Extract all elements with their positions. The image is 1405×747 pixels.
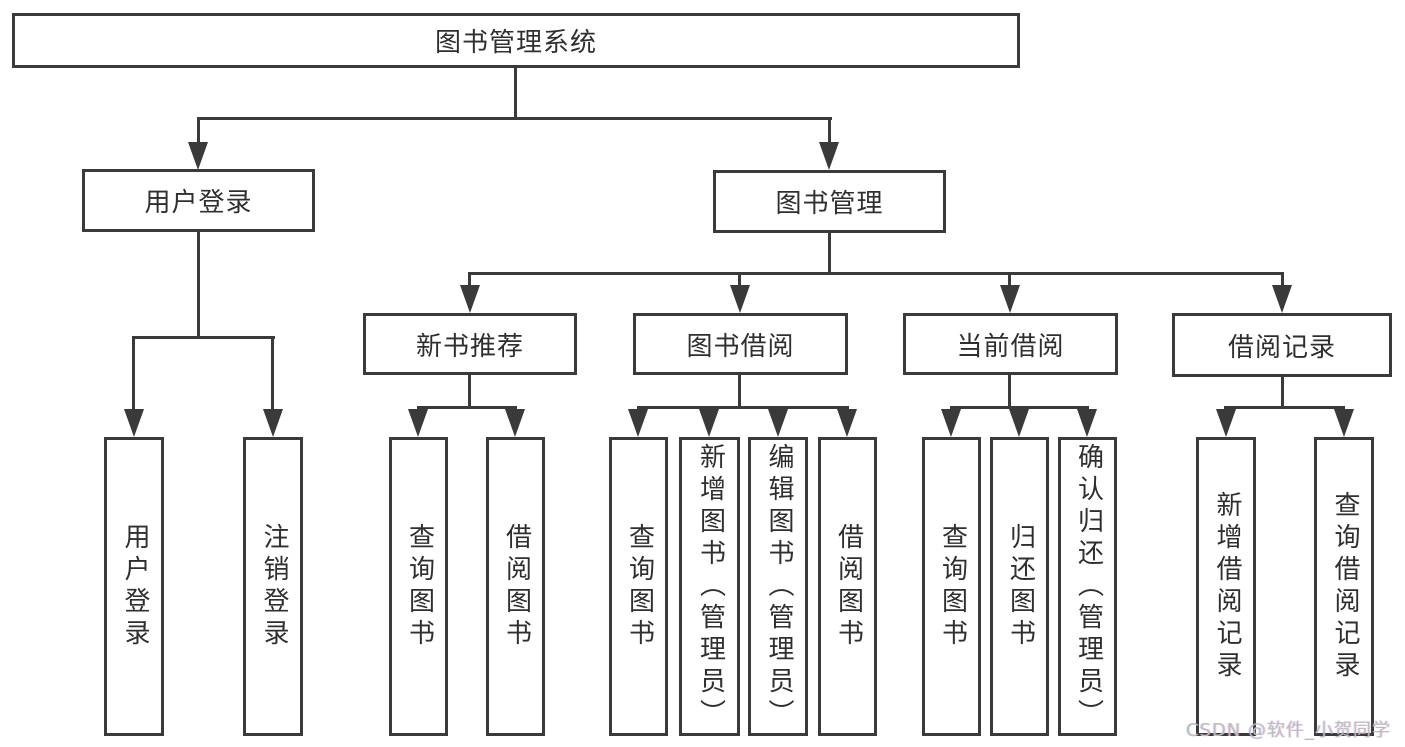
node-library-management-system: 图书管理系统 — [12, 13, 1020, 68]
connector-line — [468, 272, 1284, 275]
node-user-login: 用户登录 — [82, 169, 315, 232]
leaf-label: 注销登录 — [258, 522, 289, 651]
arrowhead-down-icon — [263, 409, 283, 437]
leaf-current-query-books: 查询图书 — [922, 437, 981, 736]
connector-line — [271, 336, 274, 410]
connector-line — [468, 375, 471, 406]
arrowhead-down-icon — [628, 409, 648, 437]
leaf-label: 借阅图书 — [501, 522, 532, 651]
leaf-user-login: 用户登录 — [104, 437, 164, 736]
leaf-label: 借阅图书 — [833, 522, 864, 651]
leaf-label: 查询图书 — [624, 522, 655, 651]
arrowhead-down-icon — [730, 285, 750, 313]
leaf-label: 新增图书（管理员） — [695, 442, 726, 731]
connector-line — [132, 336, 135, 410]
node-book-borrowing: 图书借阅 — [633, 313, 848, 375]
leaf-recommend-query-books: 查询图书 — [389, 437, 448, 736]
leaf-label: 查询图书 — [937, 522, 968, 651]
leaf-recommend-borrow-books: 借阅图书 — [486, 437, 545, 736]
connector-line — [738, 375, 741, 406]
node-label: 图书借阅 — [686, 331, 795, 362]
leaf-label: 编辑图书（管理员） — [763, 442, 794, 731]
connector-line — [1008, 272, 1011, 287]
connector-line — [738, 272, 741, 287]
node-label: 借阅记录 — [1227, 332, 1336, 363]
leaf-borrowing-edit-books-admin: 编辑图书（管理员） — [748, 437, 808, 736]
node-label: 当前借阅 — [956, 331, 1065, 362]
node-borrowing-records: 借阅记录 — [1172, 313, 1392, 377]
connector-line — [468, 272, 471, 287]
leaf-logout: 注销登录 — [243, 437, 303, 736]
leaf-borrowing-borrow-books: 借阅图书 — [818, 437, 877, 736]
node-book-management: 图书管理 — [713, 170, 946, 233]
connector-line — [1281, 377, 1284, 406]
arrowhead-down-icon — [768, 409, 788, 437]
arrowhead-down-icon — [1272, 285, 1292, 313]
leaf-label: 用户登录 — [119, 522, 150, 651]
arrowhead-down-icon — [819, 142, 839, 170]
leaf-current-confirm-return-admin: 确认归还（管理员） — [1058, 437, 1117, 736]
connector-line — [417, 406, 517, 409]
arrowhead-down-icon — [1000, 285, 1020, 313]
arrowhead-down-icon — [505, 409, 525, 437]
arrowhead-down-icon — [188, 142, 208, 170]
connector-line — [1281, 272, 1284, 287]
leaf-current-return-books: 归还图书 — [990, 437, 1049, 736]
arrowhead-down-icon — [699, 409, 719, 437]
connector-line — [197, 232, 200, 336]
node-label: 用户登录 — [144, 188, 253, 218]
leaf-label: 查询图书 — [404, 522, 435, 651]
arrowhead-down-icon — [1009, 409, 1029, 437]
node-new-book-recommendation: 新书推荐 — [363, 313, 577, 375]
arrowhead-down-icon — [1216, 409, 1236, 437]
arrowhead-down-icon — [941, 409, 961, 437]
connector-line — [950, 406, 1089, 409]
leaf-label: 归还图书 — [1005, 522, 1036, 651]
connector-line — [514, 68, 517, 117]
node-label: 新书推荐 — [415, 331, 524, 362]
connector-line — [132, 336, 275, 339]
leaf-borrowing-add-books-admin: 新增图书（管理员） — [679, 437, 740, 736]
leaf-label: 新增借阅记录 — [1211, 490, 1242, 683]
node-label: 图书管理系统 — [434, 28, 597, 58]
arrowhead-down-icon — [124, 409, 144, 437]
node-current-borrowing: 当前借阅 — [903, 313, 1118, 375]
arrowhead-down-icon — [837, 409, 857, 437]
leaf-label: 查询借阅记录 — [1329, 490, 1360, 683]
arrowhead-down-icon — [1077, 409, 1097, 437]
connector-line — [828, 233, 831, 272]
connector-line — [197, 117, 832, 120]
leaf-records-query-borrow-record: 查询借阅记录 — [1314, 437, 1374, 736]
arrowhead-down-icon — [1334, 409, 1354, 437]
leaf-label: 确认归还（管理员） — [1073, 442, 1104, 731]
connector-line — [1008, 375, 1011, 406]
node-label: 图书管理 — [775, 189, 884, 219]
leaf-records-add-borrow-record: 新增借阅记录 — [1196, 437, 1256, 736]
arrowhead-down-icon — [460, 285, 480, 313]
connector-line — [637, 406, 849, 409]
arrowhead-down-icon — [408, 409, 428, 437]
connector-line — [1224, 406, 1345, 409]
leaf-borrowing-query-books: 查询图书 — [609, 437, 668, 736]
connector-line — [197, 117, 200, 144]
connector-line — [828, 117, 831, 144]
